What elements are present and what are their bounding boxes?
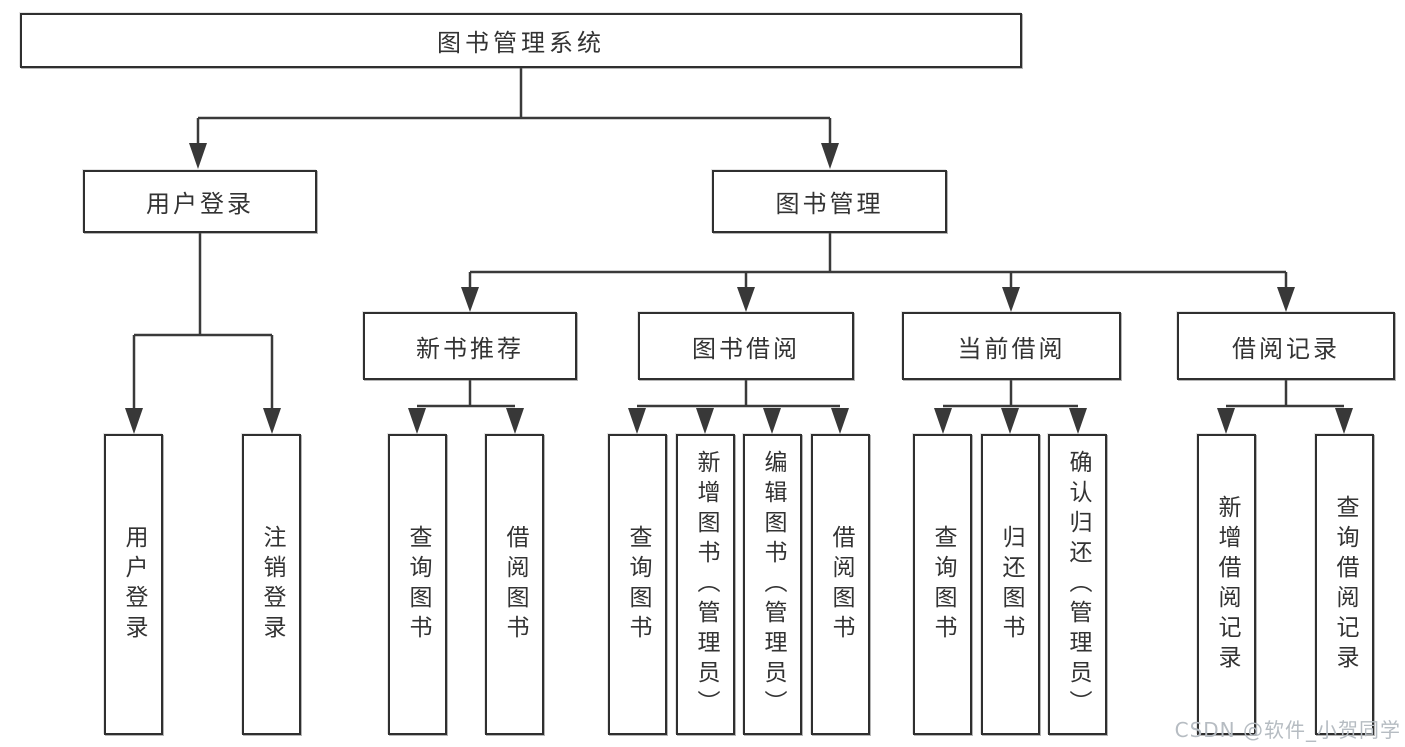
leaf-confirm-return-admin: 确认归还（管理员）: [1048, 434, 1107, 735]
node-library-management-system: 图书管理系统: [20, 13, 1022, 68]
node-label: 注销登录: [259, 524, 285, 645]
leaf-query-books-borrow: 查询图书: [608, 434, 667, 735]
node-label: 借阅图书: [828, 524, 854, 645]
node-label: 借阅记录: [1232, 334, 1340, 363]
leaf-return-books: 归还图书: [981, 434, 1040, 735]
leaf-borrow-books: 借阅图书: [811, 434, 870, 735]
node-label: 图书管理系统: [437, 29, 605, 57]
node-label: 图书借阅: [692, 334, 800, 363]
node-label: 查询图书: [405, 524, 431, 645]
node-label: 用户登录: [121, 524, 147, 645]
leaf-query-books-current: 查询图书: [913, 434, 972, 735]
node-borrowing-records: 借阅记录: [1177, 312, 1395, 380]
node-label: 图书管理: [775, 190, 884, 218]
node-book-management: 图书管理: [712, 170, 947, 233]
node-label: 新书推荐: [416, 334, 524, 363]
leaf-edit-books-admin: 编辑图书（管理员）: [743, 434, 802, 735]
node-label: 新增借阅记录: [1214, 494, 1240, 675]
node-book-borrowing: 图书借阅: [638, 312, 854, 380]
leaf-user-login: 用户登录: [104, 434, 163, 735]
node-label: 当前借阅: [957, 334, 1066, 363]
node-label: 编辑图书（管理员）: [760, 449, 786, 720]
leaf-add-borrow-record: 新增借阅记录: [1197, 434, 1256, 735]
node-label: 借阅图书: [502, 524, 528, 645]
csdn-watermark: CSDN @软件_小贺同学: [1174, 718, 1401, 742]
node-label: 确认归还（管理员）: [1065, 449, 1091, 720]
node-label: 归还图书: [998, 524, 1024, 645]
leaf-query-books-recommend: 查询图书: [388, 434, 447, 735]
node-user-login: 用户登录: [83, 170, 317, 233]
node-label: 用户登录: [146, 190, 254, 218]
node-new-book-recommendation: 新书推荐: [363, 312, 577, 380]
node-current-borrowing: 当前借阅: [902, 312, 1121, 380]
leaf-query-borrow-record: 查询借阅记录: [1315, 434, 1374, 735]
node-label: 新增图书（管理员）: [693, 449, 719, 720]
leaf-logout: 注销登录: [242, 434, 301, 735]
leaf-borrow-books-recommend: 借阅图书: [485, 434, 544, 735]
leaf-add-books-admin: 新增图书（管理员）: [676, 434, 735, 735]
node-label: 查询图书: [625, 524, 651, 645]
node-label: 查询图书: [930, 524, 956, 645]
node-label: 查询借阅记录: [1332, 494, 1358, 675]
